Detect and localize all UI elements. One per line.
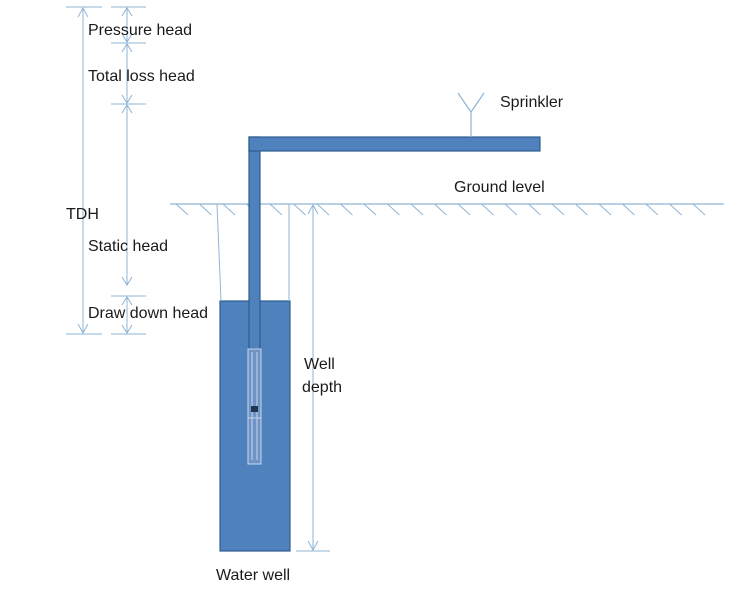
water-well-label: Water well [216,567,290,584]
ground-hatch-mark [669,203,682,216]
horizontal-pipe [248,136,541,152]
vertical-pipe [248,136,261,350]
ground-hatch-mark [340,203,353,216]
ground-hatch-mark [363,203,377,216]
ground-hatch-mark [269,203,283,216]
pressure-head-label: Pressure head [88,22,192,39]
ground-hatching [175,203,706,216]
ground-hatch-mark [222,203,236,216]
ground-level-label: Ground level [454,179,545,196]
tdh-dimension [66,6,102,335]
ground-hatch-mark [481,203,494,216]
tdh-label: TDH [66,206,99,223]
ground-hatch-mark [575,203,588,216]
ground-hatch-mark [410,203,424,216]
ground-hatch-mark [551,203,565,216]
ground-hatch-mark [692,203,706,216]
total-loss-head-label: Total loss head [88,68,195,85]
draw-down-head-label: Draw down head [88,305,208,322]
ground-hatch-mark [598,203,612,216]
sprinkler-icon [457,92,485,137]
head-dimensions [111,6,146,335]
borehole-left-wall [216,203,222,302]
ground-hatch-mark [528,203,541,216]
ground-hatch-mark [622,203,635,216]
static-head-label: Static head [88,238,168,255]
ground-level [170,203,724,216]
ground-hatch-mark [316,203,330,216]
ground-hatch-mark [504,203,518,216]
ground-hatch-mark [293,203,306,216]
ground-hatch-mark [199,203,212,216]
ground-hatch-mark [434,203,447,216]
ground-hatch-mark [457,203,471,216]
ground-hatch-mark [387,203,400,216]
ground-hatch-mark [175,203,189,216]
well-depth-label-line2: depth [302,379,342,396]
well-depth-label-line1: Well [304,356,335,373]
well-depth-dimension [296,203,330,552]
submersible-pump [247,348,262,465]
sprinkler-label: Sprinkler [500,94,564,111]
ground-hatch-mark [645,203,659,216]
